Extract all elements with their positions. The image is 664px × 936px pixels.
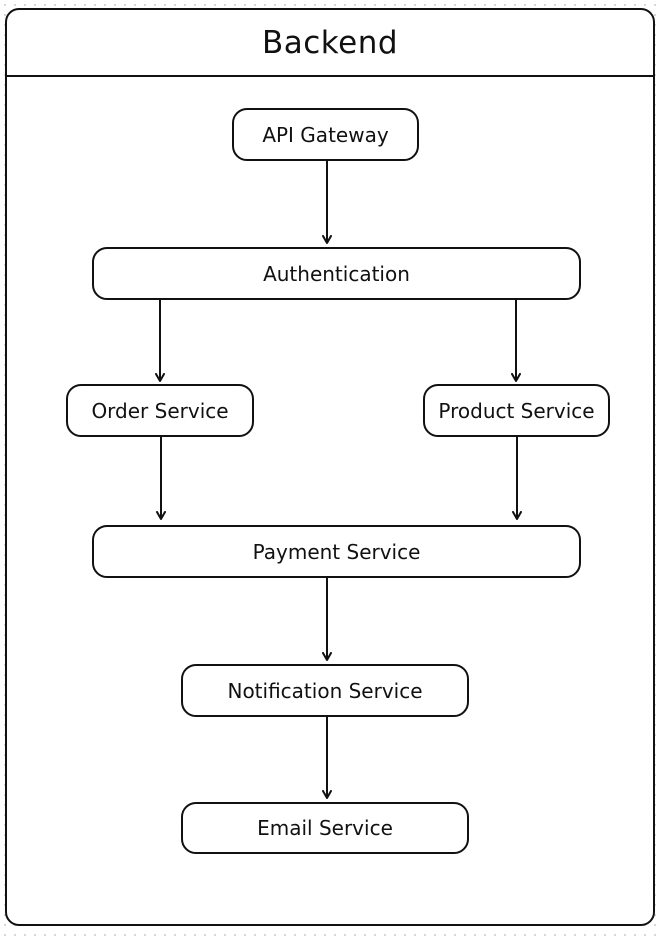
node-authentication-label: Authentication (263, 261, 410, 286)
node-authentication[interactable]: Authentication (92, 247, 581, 300)
node-api-gateway-label: API Gateway (262, 122, 389, 147)
node-product-service[interactable]: Product Service (423, 384, 610, 437)
container-header: Backend (7, 10, 653, 77)
node-api-gateway[interactable]: API Gateway (232, 108, 419, 161)
node-order-service-label: Order Service (91, 398, 229, 423)
node-payment-service[interactable]: Payment Service (92, 525, 581, 578)
backend-container: Backend (5, 8, 655, 926)
node-notification-service-label: Notification Service (227, 678, 423, 703)
node-email-service[interactable]: Email Service (181, 802, 469, 854)
container-title: Backend (261, 24, 399, 61)
node-product-service-label: Product Service (438, 398, 595, 423)
node-payment-service-label: Payment Service (252, 539, 421, 564)
node-email-service-label: Email Service (257, 816, 393, 840)
node-order-service[interactable]: Order Service (66, 384, 254, 437)
node-notification-service[interactable]: Notification Service (181, 664, 469, 717)
